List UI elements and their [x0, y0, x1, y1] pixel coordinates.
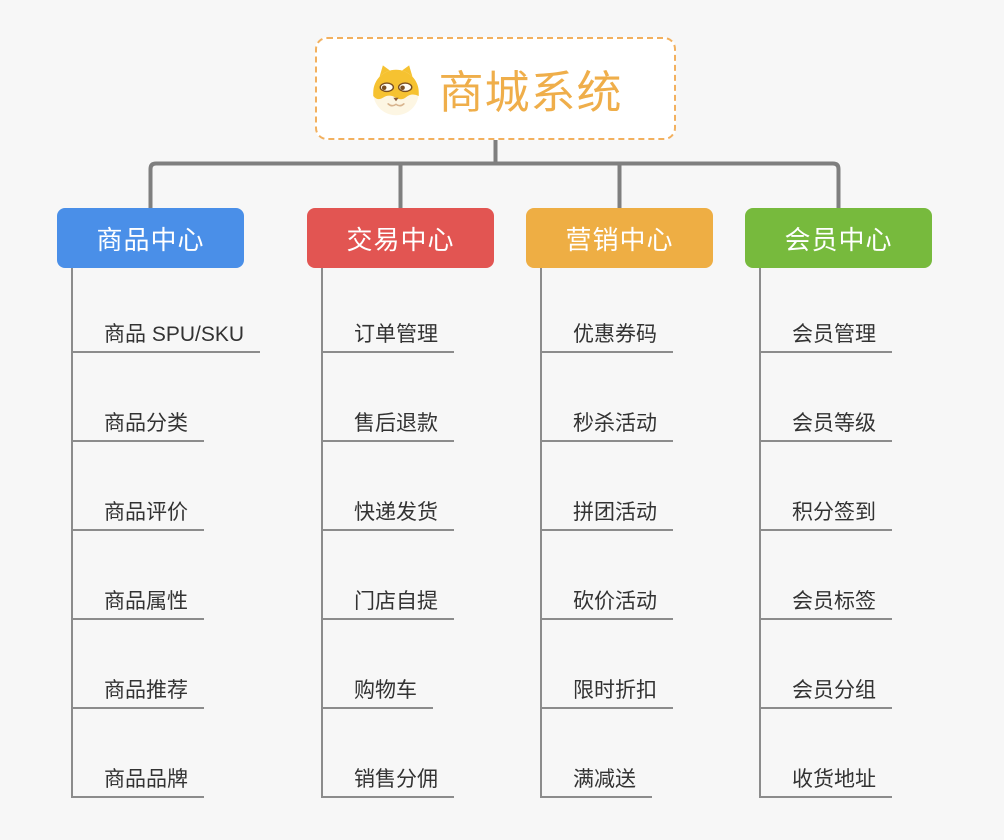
topic-item[interactable]: 销售分佣 [321, 760, 454, 798]
bracket-line [148, 161, 841, 208]
topic-item[interactable]: 积分签到 [759, 493, 892, 531]
topic-item[interactable]: 优惠券码 [540, 315, 673, 353]
topic-item[interactable]: 限时折扣 [540, 671, 673, 709]
topic-item[interactable]: 售后退款 [321, 404, 454, 442]
branch-trunk-line [540, 268, 542, 798]
branch-header-member-center[interactable]: 会员中心 [745, 208, 932, 268]
branch-member-center: 会员中心 会员管理 会员等级 积分签到 会员标签 会员分组 收货地址 [745, 208, 990, 818]
topic-item[interactable]: 会员等级 [759, 404, 892, 442]
branch-header-product-center[interactable]: 商品中心 [57, 208, 244, 268]
root-node[interactable]: 商城系统 [315, 37, 676, 140]
branch-header-trade-center[interactable]: 交易中心 [307, 208, 494, 268]
topic-item[interactable]: 商品品牌 [71, 760, 204, 798]
topic-item[interactable]: 秒杀活动 [540, 404, 673, 442]
branch-trade-center: 交易中心 订单管理 售后退款 快递发货 门店自提 购物车 销售分佣 [307, 208, 552, 818]
topic-item[interactable]: 拼团活动 [540, 493, 673, 531]
topic-item[interactable]: 订单管理 [321, 315, 454, 353]
topic-item[interactable]: 门店自提 [321, 582, 454, 620]
topic-item[interactable]: 满减送 [540, 760, 652, 798]
topic-item[interactable]: 购物车 [321, 671, 433, 709]
branch-header-marketing-center[interactable]: 营销中心 [526, 208, 713, 268]
topic-item[interactable]: 商品分类 [71, 404, 204, 442]
branch-trunk-line [759, 268, 761, 798]
topic-item[interactable]: 收货地址 [759, 760, 892, 798]
branch-trunk-line [71, 268, 73, 798]
topic-item[interactable]: 商品评价 [71, 493, 204, 531]
branch-trunk-line [321, 268, 323, 798]
doge-icon [373, 64, 420, 115]
topic-item[interactable]: 会员管理 [759, 315, 892, 353]
topic-item[interactable]: 砍价活动 [540, 582, 673, 620]
topic-item[interactable]: 会员分组 [759, 671, 892, 709]
branch-product-center: 商品中心 商品 SPU/SKU 商品分类 商品评价 商品属性 商品推荐 商品品牌 [57, 208, 302, 818]
topic-item[interactable]: 商品 SPU/SKU [71, 315, 261, 353]
topic-item[interactable]: 商品属性 [71, 582, 204, 620]
topic-item[interactable]: 商品推荐 [71, 671, 204, 709]
branch-marketing-center: 营销中心 优惠券码 秒杀活动 拼团活动 砍价活动 限时折扣 满减送 [526, 208, 771, 818]
topic-item[interactable]: 会员标签 [759, 582, 892, 620]
topic-item[interactable]: 快递发货 [321, 493, 454, 531]
root-title: 商城系统 [438, 67, 623, 118]
